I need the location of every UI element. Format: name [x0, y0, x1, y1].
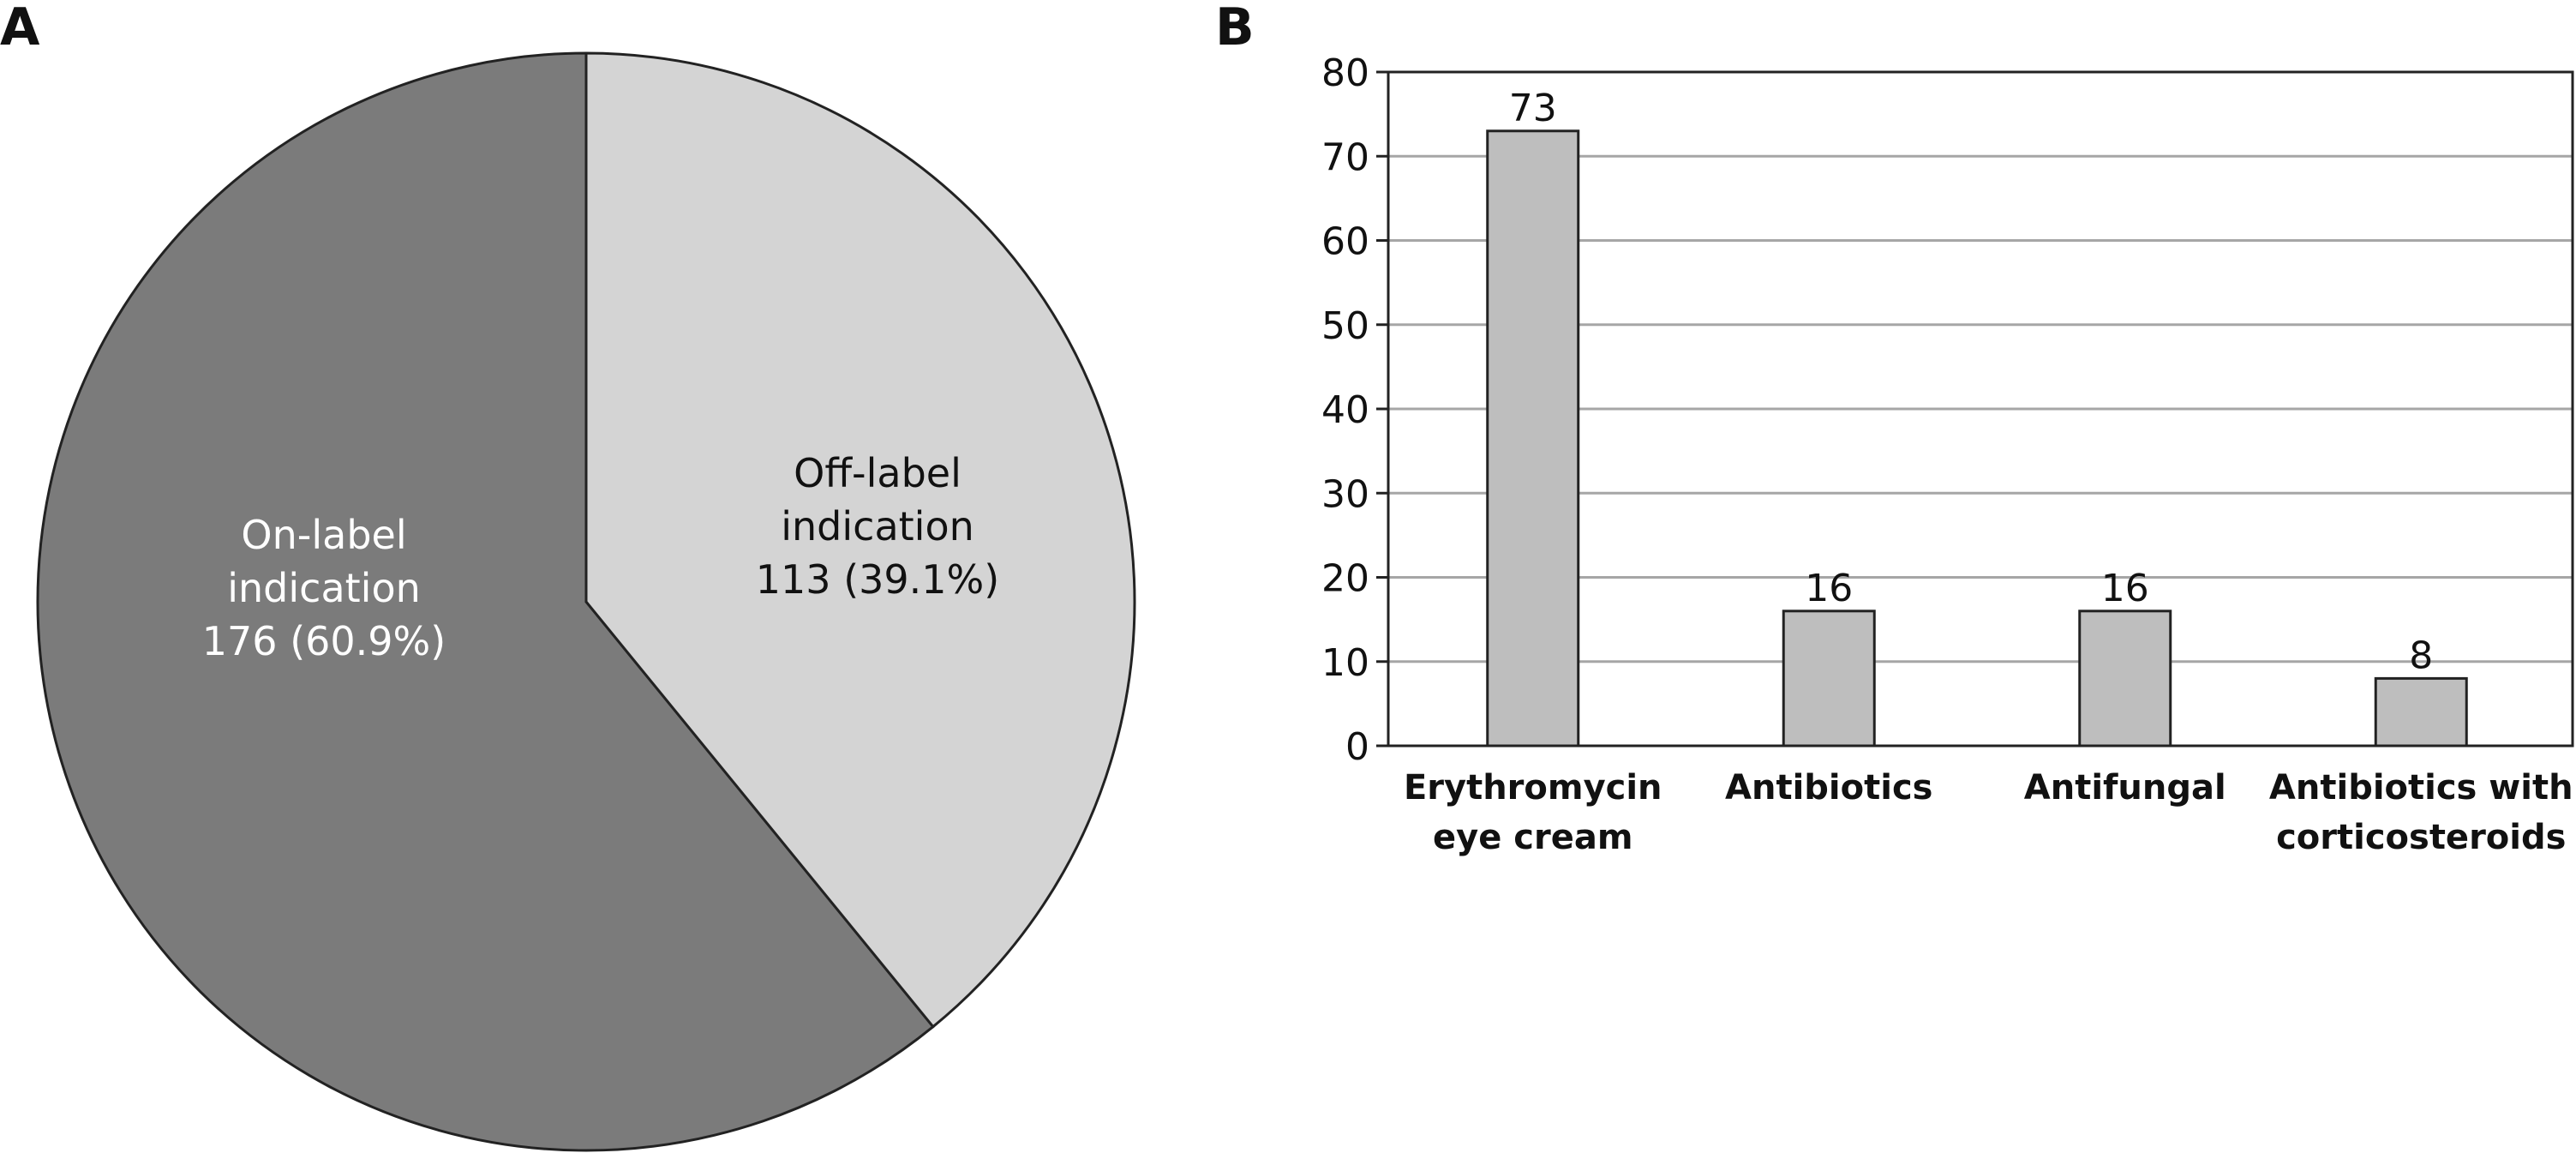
category-label-2-line-1: Antibiotics — [1725, 768, 1932, 808]
y-tick-label-70: 70 — [1321, 135, 1369, 179]
panel-b-label: B — [1215, 0, 1255, 57]
bar-value-label-2: 16 — [1805, 567, 1853, 610]
y-tick-label-30: 30 — [1321, 472, 1369, 516]
y-tick-label-80: 80 — [1321, 51, 1369, 95]
off-label-text-line-2: indication — [781, 503, 974, 549]
bar-1 — [1486, 129, 1580, 748]
plot-frame — [1387, 70, 2574, 748]
on-label-text-line-2: indication — [227, 565, 421, 611]
category-label-3-line-1: Antifungal — [2024, 768, 2226, 808]
on-label-text-line-3: 176 (60.9%) — [202, 618, 446, 664]
panel-a-label: A — [0, 0, 40, 57]
category-label-4-line-1: Antibiotics with — [2269, 768, 2573, 808]
bar-3 — [2078, 610, 2172, 748]
on-label-text-line-1: On-label — [241, 512, 406, 558]
bar-value-label-1: 73 — [1509, 87, 1557, 130]
category-label-1-line-1: Erythromycin — [1404, 768, 1662, 808]
pie-slice-on-label — [36, 51, 935, 1152]
y-tick-label-50: 50 — [1321, 304, 1369, 348]
off-label-text-line-3: 113 (39.1%) — [756, 556, 999, 603]
off-label-text-line-1: Off-label — [794, 450, 962, 496]
bar-2 — [1782, 610, 1876, 748]
bar-value-label-4: 8 — [2409, 634, 2433, 677]
bar-4 — [2374, 676, 2468, 748]
bar-value-label-3: 16 — [2101, 567, 2149, 610]
y-tick-label-10: 10 — [1321, 641, 1369, 685]
pie-chart: On-label indication 176 (60.9%) Off-label in… — [36, 51, 1136, 1152]
y-tick-label-60: 60 — [1321, 220, 1369, 264]
pie-slice-off-label — [584, 51, 1136, 1029]
category-label-4-line-2: corticosteroids — [2276, 818, 2566, 857]
y-tick-label-40: 40 — [1321, 388, 1369, 432]
y-tick-label-20: 20 — [1321, 557, 1369, 601]
y-tick-label-0: 0 — [1345, 725, 1369, 769]
category-label-1-line-2: eye cream — [1433, 818, 1633, 857]
